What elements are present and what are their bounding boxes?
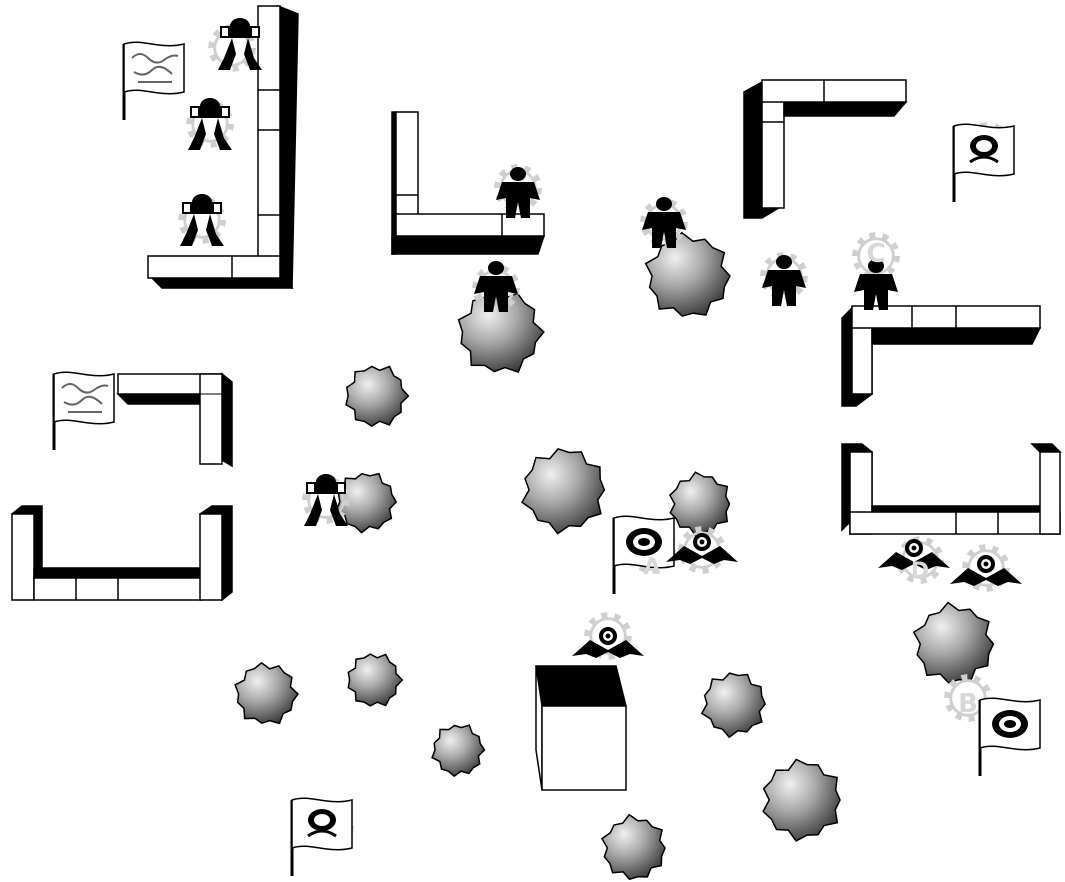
mask-emblem-icon bbox=[308, 809, 336, 836]
flag-map-west-middle bbox=[54, 372, 114, 450]
gear-label-c: C bbox=[866, 239, 885, 269]
mask-emblem-icon bbox=[970, 135, 998, 162]
gear-label-d: D bbox=[911, 559, 929, 584]
bush bbox=[348, 654, 402, 706]
crawler-drone-icon[interactable] bbox=[950, 555, 1022, 586]
bush bbox=[235, 663, 298, 724]
bush bbox=[522, 449, 604, 534]
center-crate bbox=[536, 666, 626, 790]
bush bbox=[602, 815, 665, 880]
wall-left-middle-l bbox=[118, 374, 232, 466]
wall-top-right-l bbox=[744, 80, 906, 218]
flag-map-west-top bbox=[124, 42, 184, 120]
flag-mask-north-east bbox=[954, 124, 1014, 202]
bush bbox=[432, 725, 484, 776]
bush bbox=[670, 472, 730, 535]
wall-right-u bbox=[842, 444, 1060, 534]
bush bbox=[763, 760, 840, 842]
target-emblem-icon bbox=[992, 710, 1028, 738]
wall-right-middle-l bbox=[842, 306, 1040, 406]
target-emblem-icon bbox=[626, 528, 662, 556]
gear-label-a: A bbox=[643, 555, 660, 580]
flag-mask-south bbox=[292, 798, 352, 876]
bush bbox=[346, 367, 408, 427]
wall-left-u bbox=[12, 506, 232, 600]
bush bbox=[914, 603, 994, 683]
bush bbox=[702, 673, 765, 737]
flag-target-south-east bbox=[980, 698, 1040, 776]
gear-label-b: B bbox=[958, 689, 978, 719]
crawler-drone-icon[interactable] bbox=[666, 533, 738, 564]
